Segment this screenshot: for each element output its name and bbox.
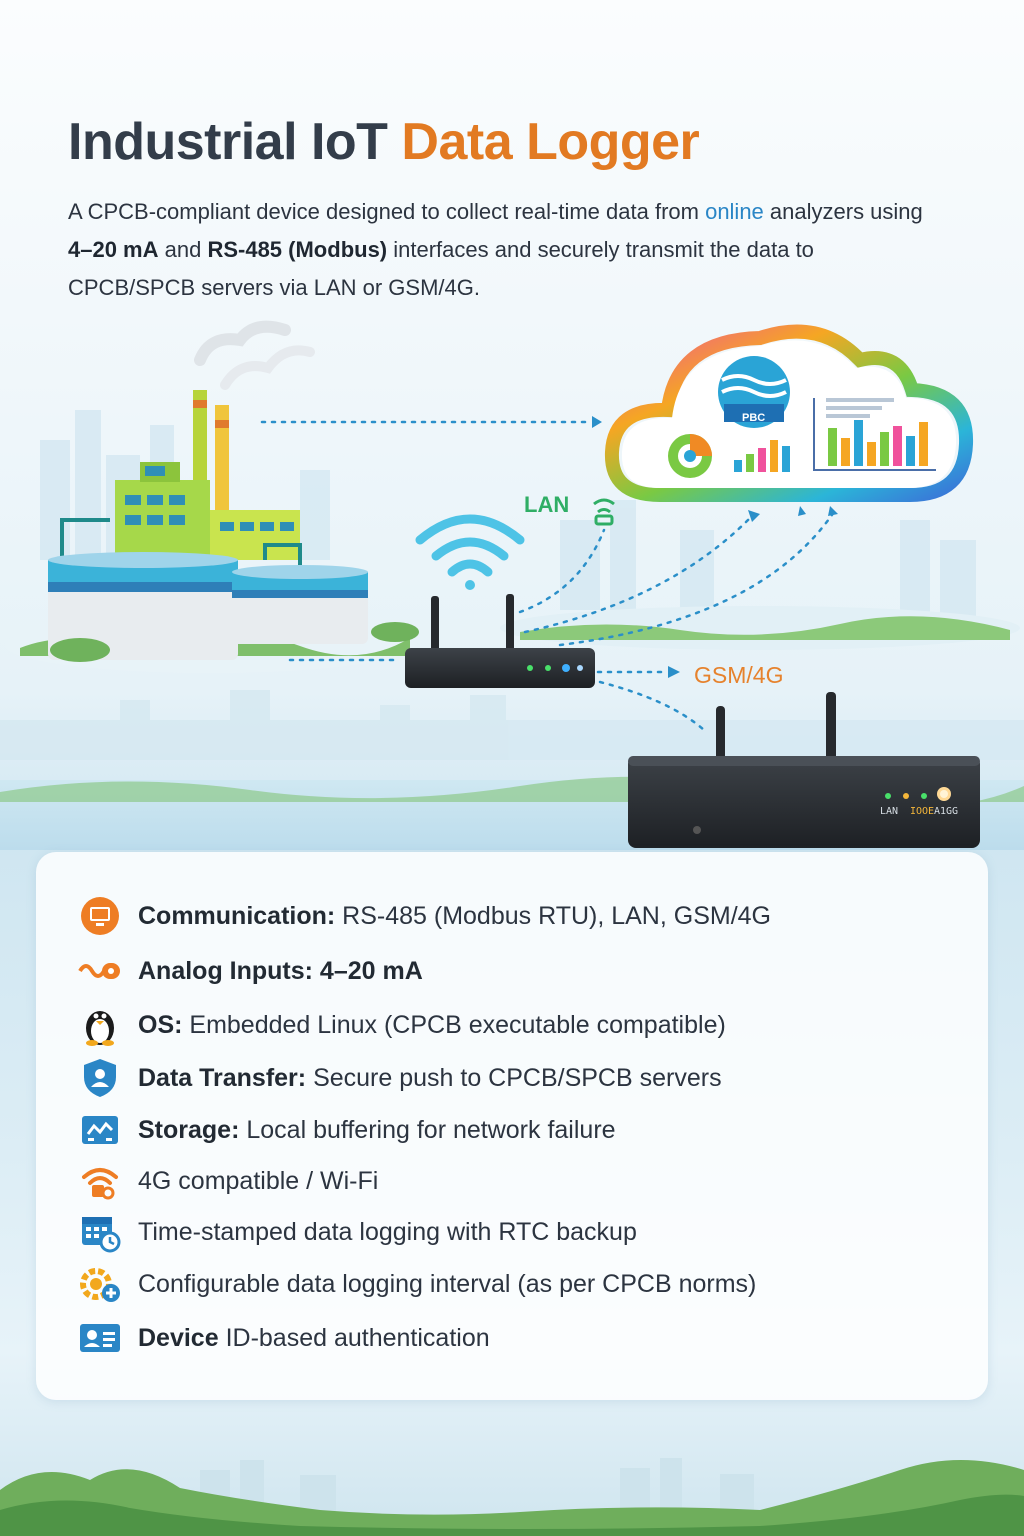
monitor-icon — [78, 894, 122, 938]
feature-value: RS-485 (Modbus RTU), LAN, GSM/4G — [335, 901, 771, 930]
title-accent: Data Logger — [401, 113, 700, 171]
cloud-server — [604, 324, 974, 502]
data-flow-arrows — [260, 420, 836, 732]
feature-connectivity: 4G compatible / Wi-Fi — [78, 1159, 378, 1203]
feature-label: Device — [138, 1323, 219, 1352]
lan-label: LAN — [524, 492, 570, 517]
description-bold-modbus: RS-485 (Modbus) — [207, 237, 388, 262]
bottom-landscape — [0, 1458, 1024, 1536]
features-panel: Communication: RS-485 (Modbus RTU), LAN,… — [36, 852, 988, 1400]
feature-label: Data Transfer: — [138, 1063, 307, 1092]
page-description: A CPCB-compliant device designed to coll… — [68, 193, 928, 307]
feature-label: Storage: — [138, 1115, 240, 1144]
feature-storage: Storage: Local buffering for network fai… — [78, 1108, 616, 1152]
description-text-2: analyzers using — [763, 199, 923, 224]
feature-logging-interval: Configurable data logging interval (as p… — [78, 1262, 756, 1306]
feature-value: ID-based authentication — [218, 1323, 490, 1352]
feature-authentication: Device ID-based authentication — [78, 1316, 490, 1360]
wifi-lock-icon — [78, 1159, 122, 1203]
analog-signal-icon — [78, 949, 122, 993]
gsm-label: GSM/4G — [694, 662, 784, 688]
small-router — [405, 594, 595, 688]
shield-user-icon — [78, 1056, 122, 1100]
device-led-label-3: A1GG — [934, 806, 959, 817]
feature-value: Secure push to CPCB/SPCB servers — [306, 1063, 722, 1092]
description-text-1: A CPCB-compliant device designed to coll… — [68, 199, 706, 224]
id-card-icon — [78, 1316, 122, 1360]
network-illustration — [0, 320, 1024, 850]
feature-label: Communication: — [138, 901, 336, 930]
storage-tanks — [48, 552, 368, 660]
device-led-label-2: IOOE — [910, 806, 935, 817]
feature-analog-inputs: Analog Inputs: 4–20 mA — [78, 949, 423, 993]
large-device — [628, 692, 980, 848]
feature-label: Analog Inputs: — [138, 956, 313, 985]
calendar-clock-icon — [78, 1210, 122, 1254]
feature-os: OS: Embedded Linux (CPCB executable comp… — [78, 1003, 726, 1047]
storage-icon — [78, 1108, 122, 1152]
description-bold-analog: 4–20 mA — [68, 237, 159, 262]
feature-value: Local buffering for network failure — [239, 1115, 616, 1144]
feature-value: 4–20 mA — [312, 956, 423, 985]
feature-communication: Communication: RS-485 (Modbus RTU), LAN,… — [78, 894, 771, 938]
lan-icon — [593, 498, 615, 526]
feature-value: Configurable data logging interval (as p… — [138, 1269, 757, 1298]
feature-label: OS: — [138, 1010, 183, 1039]
feature-value: Embedded Linux (CPCB executable compatib… — [182, 1010, 726, 1039]
cloud-badge: PBC — [742, 412, 766, 424]
gear-plus-icon — [78, 1262, 122, 1306]
page-title: Industrial IoT Data Logger — [68, 112, 700, 172]
description-text-3: and — [158, 237, 208, 262]
feature-timestamp: Time-stamped data logging with RTC backu… — [78, 1210, 637, 1254]
linux-penguin-icon — [78, 1003, 122, 1047]
feature-value: Time-stamped data logging with RTC backu… — [138, 1217, 637, 1246]
feature-value: 4G compatible / Wi-Fi — [138, 1166, 379, 1195]
wifi-signal-icon — [415, 514, 525, 577]
device-led-label-lan: LAN — [880, 806, 899, 817]
title-main: Industrial IoT — [68, 113, 388, 171]
description-text-4: interfaces and securely transmit the dat… — [68, 237, 814, 300]
description-link: online — [705, 199, 764, 224]
feature-data-transfer: Data Transfer: Secure push to CPCB/SPCB … — [78, 1056, 722, 1100]
